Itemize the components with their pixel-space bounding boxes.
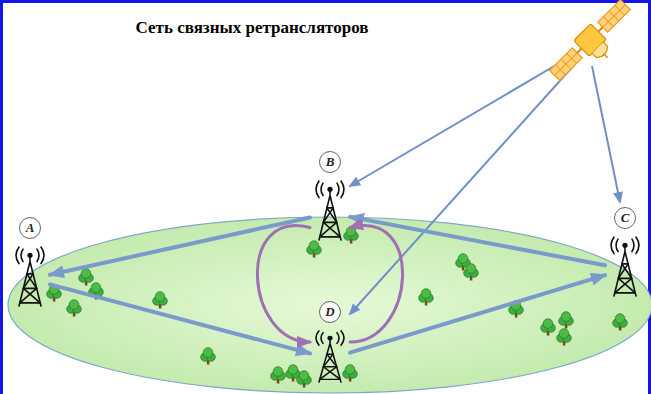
tower-icon bbox=[605, 235, 645, 297]
tree-icon bbox=[297, 371, 312, 388]
station-letter: D bbox=[319, 301, 341, 323]
satellite-links bbox=[350, 58, 620, 314]
tree-icon bbox=[541, 319, 556, 336]
tree-icon bbox=[79, 269, 94, 286]
tree-icon bbox=[344, 227, 359, 244]
station-letter: C bbox=[614, 207, 636, 229]
relay-station: A bbox=[10, 217, 50, 307]
relay-station: C bbox=[605, 207, 645, 297]
satellite-link bbox=[350, 58, 568, 186]
tree-icon bbox=[559, 312, 574, 329]
tree-icon bbox=[271, 367, 286, 384]
satellite-icon bbox=[547, 0, 643, 93]
loop-arrow bbox=[257, 225, 310, 342]
relay-station: B bbox=[310, 151, 350, 241]
tree-icon bbox=[464, 264, 479, 281]
tree-icon bbox=[201, 348, 216, 365]
diagram-title: Сеть связных ретрансляторов bbox=[136, 18, 369, 38]
relay-station: D bbox=[310, 301, 350, 383]
station-letter: B bbox=[319, 151, 341, 173]
tree-icon bbox=[419, 289, 434, 306]
station-letter: A bbox=[19, 217, 41, 239]
link-arrow bbox=[350, 217, 605, 265]
loop-arrow bbox=[350, 225, 403, 342]
tower-icon bbox=[310, 329, 350, 383]
ground-ellipse bbox=[8, 217, 651, 393]
satellite-link bbox=[592, 66, 620, 202]
link-arrow bbox=[350, 275, 605, 352]
tower-icon bbox=[310, 179, 350, 241]
tree-icon bbox=[67, 300, 82, 317]
tree-icon bbox=[613, 314, 628, 331]
tree-icon bbox=[307, 241, 322, 258]
satellite-link bbox=[350, 64, 575, 314]
tower-icon bbox=[10, 245, 50, 307]
link-arrow bbox=[50, 218, 310, 275]
tree-icon bbox=[557, 329, 572, 346]
tree-icon bbox=[153, 292, 168, 309]
tree-icon bbox=[343, 365, 358, 382]
trees bbox=[47, 227, 628, 388]
